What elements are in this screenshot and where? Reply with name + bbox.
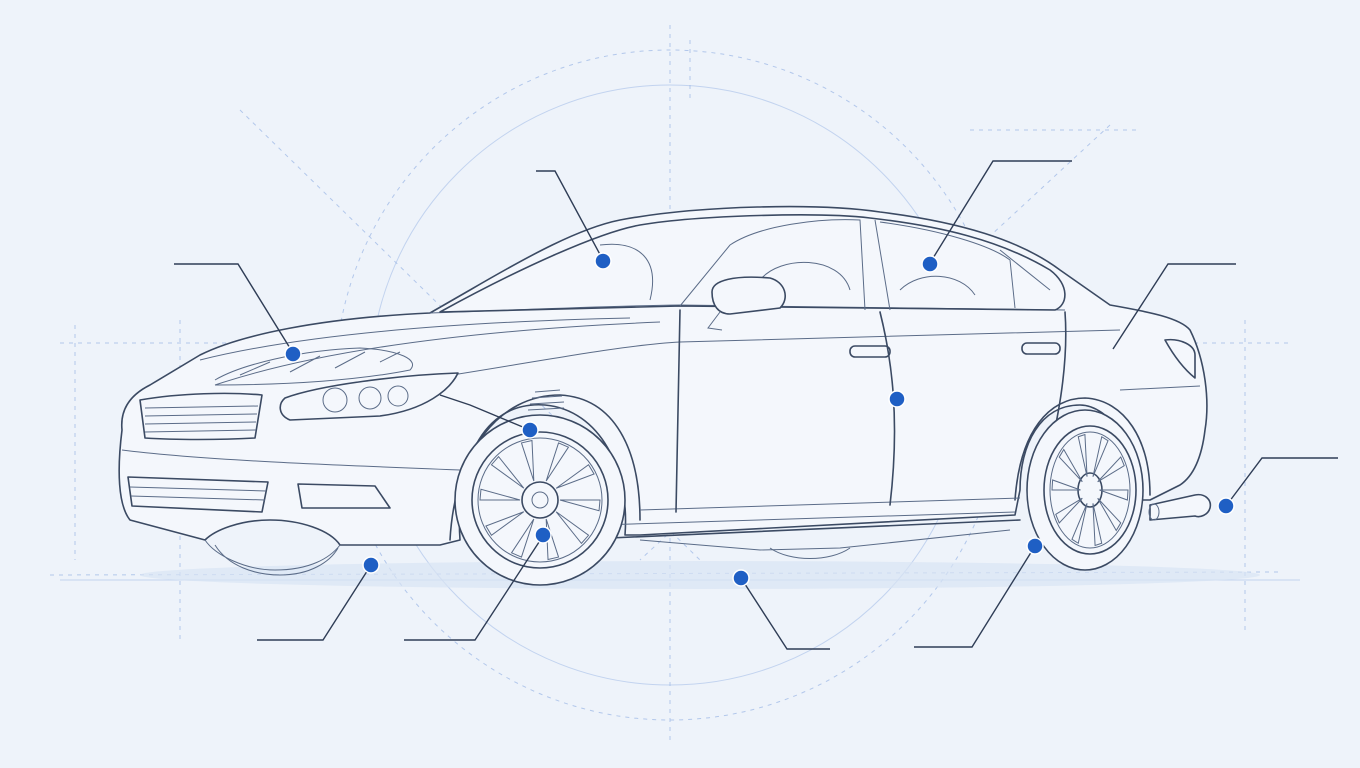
wheel-spoke (1077, 433, 1088, 477)
callout-dot[interactable] (732, 569, 750, 587)
wheel-spoke (479, 488, 521, 501)
front-wheel (454, 414, 626, 586)
wheel-spoke (1097, 456, 1125, 483)
callout-dot[interactable] (594, 252, 612, 270)
wheel-spoke (1097, 497, 1122, 532)
wheel-spoke (1071, 503, 1088, 545)
callout-dot[interactable] (921, 255, 939, 273)
door-callout[interactable] (888, 390, 906, 408)
front-bumper-low-callout[interactable] (257, 556, 380, 641)
callout-dot[interactable] (362, 556, 380, 574)
ground-shadow (140, 561, 1260, 589)
wheel-spoke (555, 464, 595, 489)
callout-dot[interactable] (1217, 497, 1235, 515)
exhaust-callout[interactable] (1217, 457, 1338, 515)
wheel-spoke (555, 511, 590, 545)
rear-window-callout[interactable] (921, 160, 1072, 273)
wheel-spoke (510, 518, 535, 558)
wheel-spoke (490, 455, 525, 489)
rear-wheel (1026, 409, 1144, 571)
rear-tire-callout[interactable] (914, 537, 1044, 648)
wheel-spoke (559, 499, 601, 512)
windshield-callout[interactable] (536, 170, 612, 270)
front-wheel-callout[interactable] (404, 526, 552, 641)
wheel-spoke (545, 442, 570, 482)
callout-dot[interactable] (1026, 537, 1044, 555)
wheel-spoke (485, 511, 525, 536)
far-front-wheel (214, 544, 339, 576)
wheel-spoke (1092, 503, 1103, 547)
trunk-callout[interactable] (1112, 263, 1236, 350)
wheel-spoke (1055, 497, 1083, 524)
callout-dot[interactable] (284, 345, 302, 363)
callout-dot[interactable] (521, 421, 539, 439)
callout-dot[interactable] (534, 526, 552, 544)
wheel-spoke (1099, 489, 1129, 501)
wheel-spoke (1058, 448, 1083, 483)
front-suspension-callout[interactable] (439, 394, 539, 439)
underbody-callout[interactable] (732, 569, 830, 650)
callout-layer (174, 160, 1338, 650)
wheel-spoke (1051, 479, 1081, 491)
wheel-spoke (520, 439, 535, 482)
callout-dot[interactable] (888, 390, 906, 408)
hood-engine-callout[interactable] (174, 263, 302, 363)
wheel-spoke (1092, 435, 1109, 477)
